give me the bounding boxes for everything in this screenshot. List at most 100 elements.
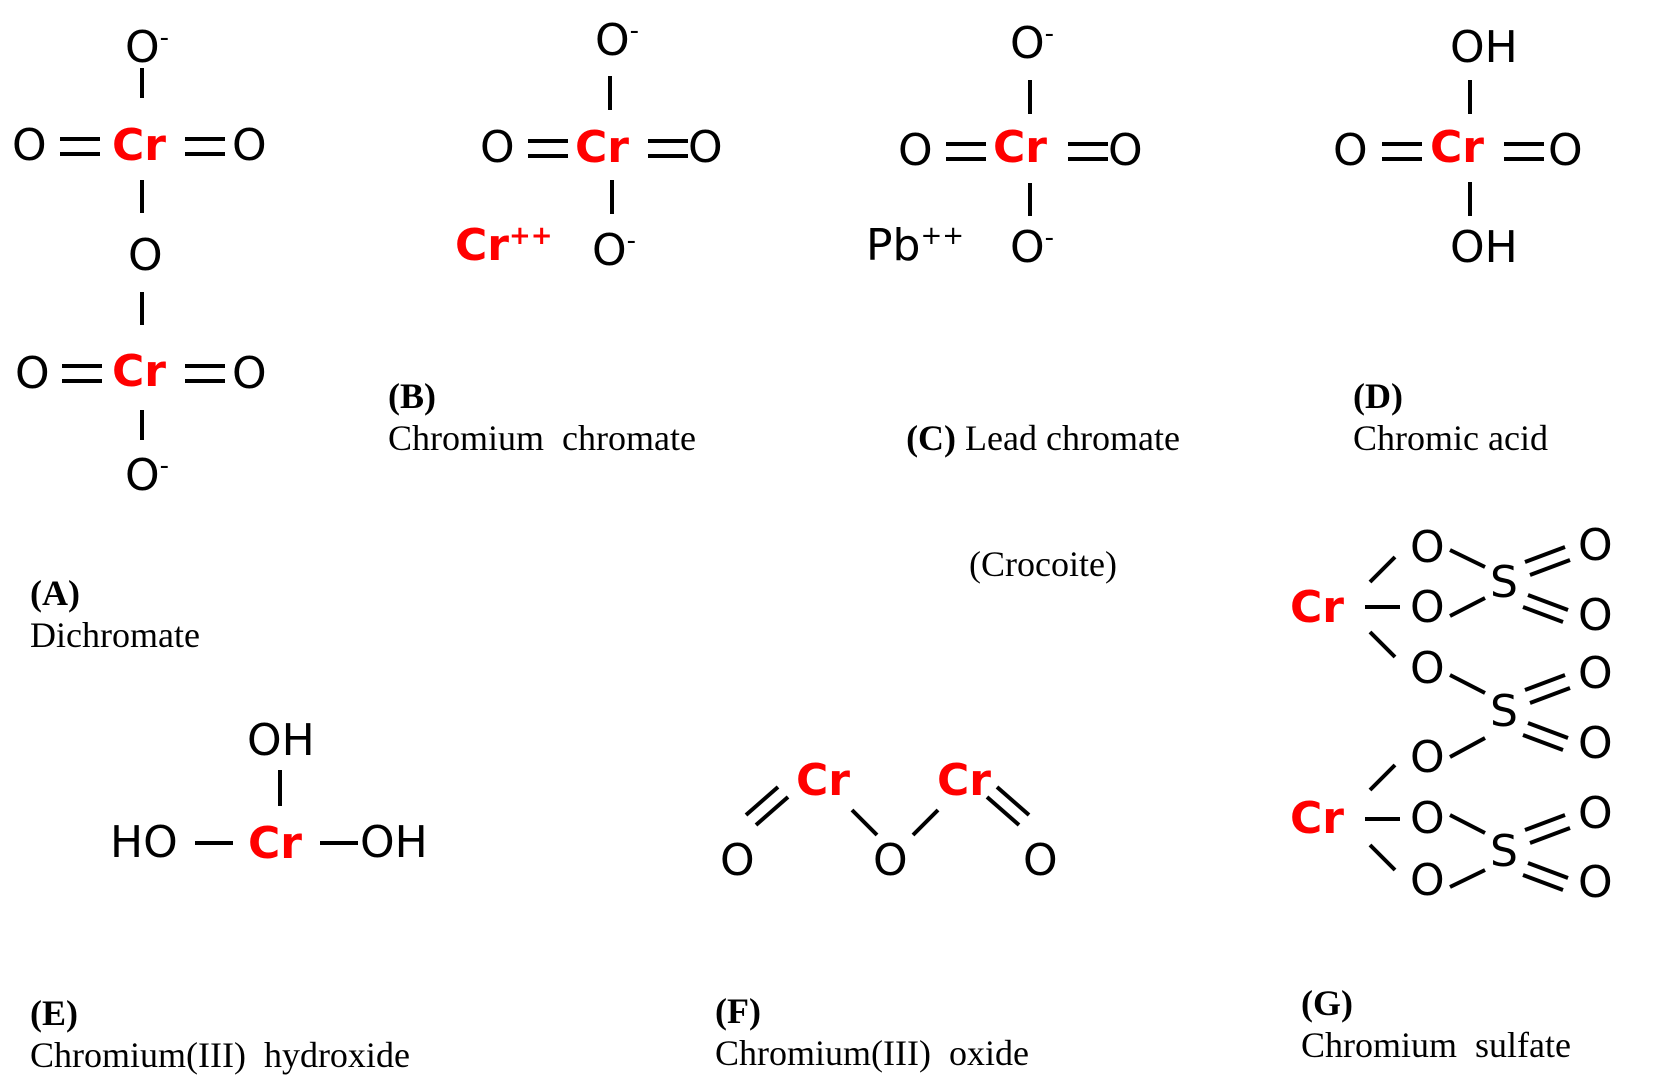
caption-b: (B) Chromium chromate [370,333,696,459]
oxygen-atom: O [1578,648,1613,699]
chromium-atom: Cr [1290,793,1344,844]
structure-chromium-chromate: O- O Cr O Cr++ O- [455,15,723,276]
chromium-atom: Cr [112,346,166,397]
caption-name: Chromium sulfate [1301,1025,1571,1065]
oxygen-atom: O [232,348,267,399]
oxygen-atom: O [1578,520,1613,571]
chromium-atom: Cr [1430,122,1484,173]
oxygen-atom: O [1333,125,1368,176]
chromium-compounds-figure: O- O Cr O O O Cr O O- O- O Cr O Cr++ O- [12,15,1613,908]
oxygen-atom: O- [125,22,169,73]
chromium-atom: Cr [993,122,1047,173]
single-bond [1449,548,1486,569]
single-bond [1368,555,1397,584]
caption-c: (C) Lead chromate (Crocoite) [878,333,1208,627]
caption-name: Chromic acid [1353,418,1548,458]
caption-line-2: (Crocoite) [969,544,1117,584]
caption-letter: (G) [1301,983,1353,1023]
structure-chromium-oxide: Cr Cr O O O [720,755,1058,886]
double-bond [1524,545,1566,564]
structure-chromic-acid: OH O Cr O OH [1333,22,1583,273]
caption-name: Dichromate [30,615,200,655]
oxygen-atom: O [1410,732,1445,783]
caption-g: (G) Chromium sulfate [1283,940,1571,1066]
oxygen-atom: O [1410,522,1445,573]
chromium-atom: Cr [937,755,991,806]
double-bond [1522,873,1564,892]
oxygen-atom: O [1108,125,1143,176]
oxygen-atom: O- [1010,222,1054,273]
hydroxyl-group: OH [247,715,315,766]
sulfur-atom: S [1490,557,1518,608]
oxygen-atom: O [232,120,267,171]
single-bond [1449,596,1486,618]
caption-name: Chromium(III) hydroxide [30,1035,410,1075]
sulfur-atom: S [1490,686,1518,737]
sulfur-atom: S [1490,826,1518,877]
double-bond [1527,593,1569,612]
chromium-atom: Cr [248,818,302,869]
caption-letter: (E) [30,993,78,1033]
double-bond [1529,686,1571,705]
hydroxyl-group: HO [110,817,178,868]
chromium-atom: Cr [796,755,850,806]
single-bond [1449,736,1486,759]
caption-line: (C) Lead chromate [878,417,1208,459]
single-bond [1449,813,1486,835]
oxygen-atom: O [1578,718,1613,769]
caption-letter: (D) [1353,376,1403,416]
oxygen-atom: O [12,120,47,171]
chromium-atom: Cr [575,122,629,173]
oxygen-atom: O [1410,793,1445,844]
caption-d: (D) Chromic acid [1335,333,1548,459]
structure-chromium-hydroxide: OH HO Cr OH [110,715,428,869]
double-bond [1522,605,1564,624]
oxygen-atom: O [15,348,50,399]
chromium-atom: Cr [1290,582,1344,633]
caption-letter: (C) [906,418,957,458]
double-bond [1522,733,1564,752]
oxygen-atom: O [1410,855,1445,906]
single-bond [1449,673,1486,695]
chromium-atom: Cr [112,120,166,171]
single-bond [911,808,940,837]
double-bond [1524,813,1566,832]
oxygen-atom: O [1410,643,1445,694]
chromium-ion: Cr++ [455,220,553,271]
hydroxyl-group: OH [1450,222,1518,273]
caption-name: Chromium chromate [388,418,696,458]
hydroxyl-group: OH [1450,22,1518,73]
double-bond [1529,558,1571,577]
lead-ion: Pb++ [866,220,964,271]
oxygen-atom: O [1578,857,1613,908]
oxygen-atom: O [720,835,755,886]
oxygen-atom: O [898,125,933,176]
oxygen-atom: O [1023,835,1058,886]
caption-letter: (B) [388,376,436,416]
double-bond [1527,721,1569,740]
caption-a: (A) Dichromate [12,530,200,656]
oxygen-atom: O [1578,590,1613,641]
double-bond [744,785,780,817]
single-bond [1368,630,1397,659]
caption-letter: (F) [715,991,761,1031]
double-bond [1529,826,1571,845]
single-bond [850,808,879,837]
double-bond [754,795,790,827]
double-bond [995,785,1031,817]
caption-letter: (A) [30,573,80,613]
oxygen-atom: O [1410,582,1445,633]
structure-lead-chromate: O- O Cr O Pb++ O- [866,18,1143,273]
caption-name: Lead chromate [965,418,1180,458]
oxygen-atom: O [688,122,723,173]
caption-f: (F) Chromium(III) oxide [697,948,1029,1074]
oxygen-atom: O [1548,125,1583,176]
structure-chromium-sulfate: Cr O O O S O O S O O O Cr O O S [1290,520,1613,908]
double-bond [985,795,1021,827]
oxygen-atom: O- [125,450,169,501]
oxygen-atom: O [480,122,515,173]
oxygen-atom: O [873,835,908,886]
oxygen-atom: O [1578,788,1613,839]
single-bond [1449,868,1486,889]
single-bond [1368,843,1397,872]
